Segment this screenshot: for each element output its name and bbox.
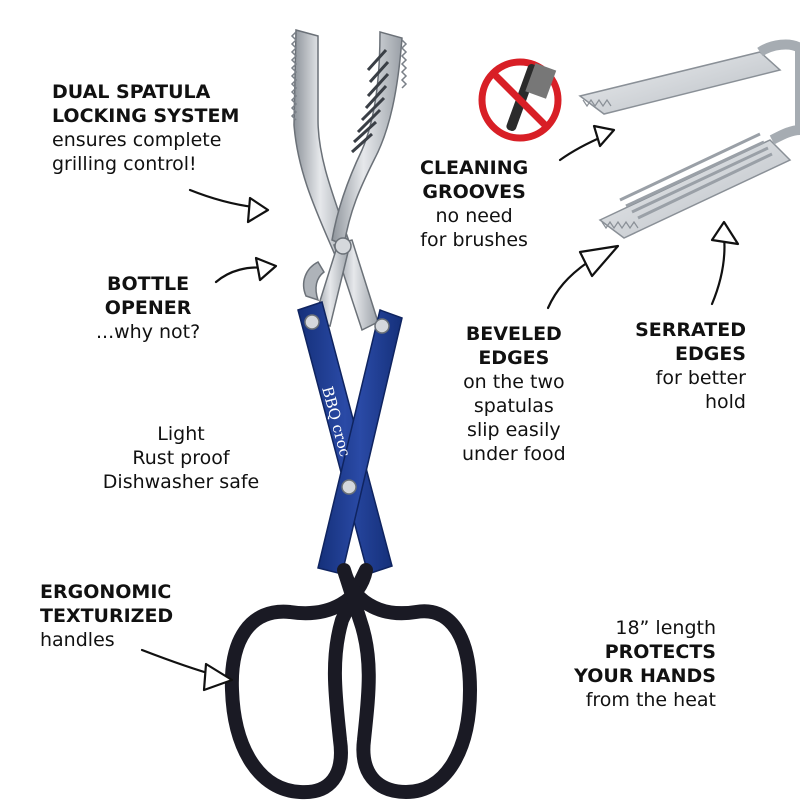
callout-heading: ERGONOMIC	[40, 581, 172, 603]
callout-length: 18” length PROTECTS YOUR HANDS from the …	[556, 616, 716, 712]
rivet-cross	[341, 479, 357, 495]
callout-body: hold	[704, 391, 746, 413]
pivot-rivet	[334, 237, 352, 255]
arrow-icon	[246, 196, 270, 224]
callout-handles: ERGONOMIC TEXTURIZED handles	[40, 580, 173, 652]
callout-heading: BOTTLE	[107, 273, 190, 295]
callout-body: from the heat	[585, 689, 716, 711]
callout-locking: DUAL SPATULA LOCKING SYSTEM ensures comp…	[52, 80, 239, 176]
feature-line: Rust proof	[132, 447, 230, 469]
spatula-closeup	[578, 39, 800, 239]
callout-heading: GROOVES	[422, 181, 526, 203]
callout-beveled: BEVELED EDGES on the two spatulas slip e…	[462, 322, 566, 466]
callout-body: ensures complete	[52, 129, 222, 151]
grip-right	[337, 563, 477, 799]
grip-left	[224, 563, 373, 800]
callout-body: no need	[435, 205, 513, 227]
callout-opener: BOTTLE OPENER ...why not?	[96, 272, 200, 344]
callout-body: for brushes	[420, 229, 528, 251]
callout-heading: OPENER	[104, 297, 192, 319]
bottle-opener	[302, 261, 325, 302]
callout-body: for better	[655, 367, 746, 389]
rivet-right	[374, 318, 390, 334]
callout-body: under food	[462, 443, 566, 465]
callout-heading: YOUR HANDS	[574, 665, 716, 687]
callout-body: 18” length	[615, 617, 716, 639]
arrow-icon	[546, 260, 590, 310]
arrow-icon	[202, 662, 234, 692]
no-brush-icon	[478, 58, 562, 142]
callout-body: grilling control!	[52, 153, 197, 175]
callout-heading: CLEANING	[420, 157, 529, 179]
arrow-icon	[710, 220, 740, 246]
callout-heading: SERRATED	[635, 319, 746, 341]
callout-body: handles	[40, 629, 115, 651]
callout-heading: DUAL SPATULA	[52, 81, 211, 103]
callout-heading: TEXTURIZED	[40, 605, 174, 627]
callout-body: on the two	[463, 371, 565, 393]
arrow-icon	[592, 124, 616, 148]
callout-heading: EDGES	[674, 343, 746, 365]
callout-features: Light Rust proof Dishwasher safe	[76, 422, 286, 494]
feature-line: Dishwasher safe	[102, 471, 260, 493]
arrow-icon	[254, 256, 278, 282]
callout-heading: PROTECTS	[604, 641, 716, 663]
feature-line: Light	[157, 423, 205, 445]
arrow-icon	[710, 234, 726, 306]
rivet-left	[304, 314, 320, 330]
callout-heading: EDGES	[478, 347, 550, 369]
callout-heading: BEVELED	[465, 323, 562, 345]
callout-cleaning: CLEANING GROOVES no need for brushes	[420, 156, 528, 252]
callout-heading: LOCKING SYSTEM	[52, 105, 240, 127]
callout-serrated: SERRATED EDGES for better hold	[620, 318, 746, 414]
callout-body: ...why not?	[96, 321, 201, 343]
callout-body: slip easily	[467, 419, 561, 441]
arrow-icon	[578, 244, 620, 278]
callout-body: spatulas	[473, 395, 554, 417]
right-spatula	[331, 31, 408, 247]
